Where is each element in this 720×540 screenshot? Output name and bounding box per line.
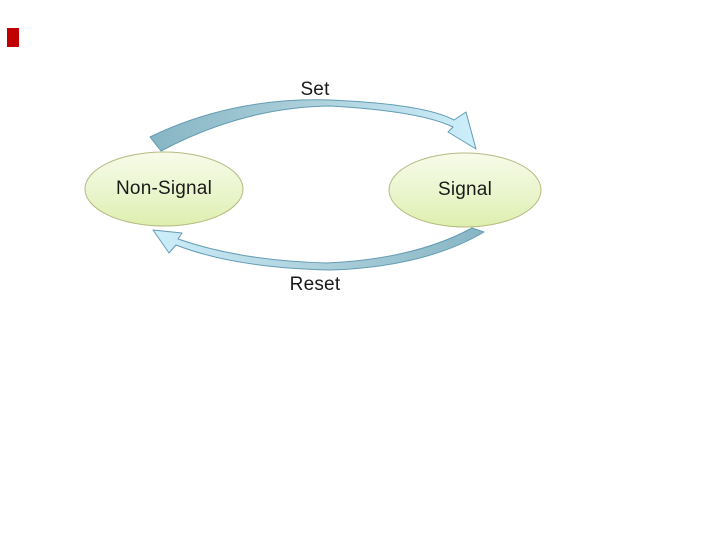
set-edge-label: Set — [300, 79, 330, 100]
non-signal-node-label: Non-Signal — [116, 178, 212, 199]
set-arrow — [149, 99, 477, 152]
reset-edge-label: Reset — [289, 274, 341, 295]
reset-arrow — [152, 227, 485, 271]
non-signal-node — [84, 151, 244, 227]
corner-red-marker — [7, 28, 19, 47]
signal-node-label: Signal — [437, 179, 493, 200]
signal-node — [388, 152, 542, 228]
